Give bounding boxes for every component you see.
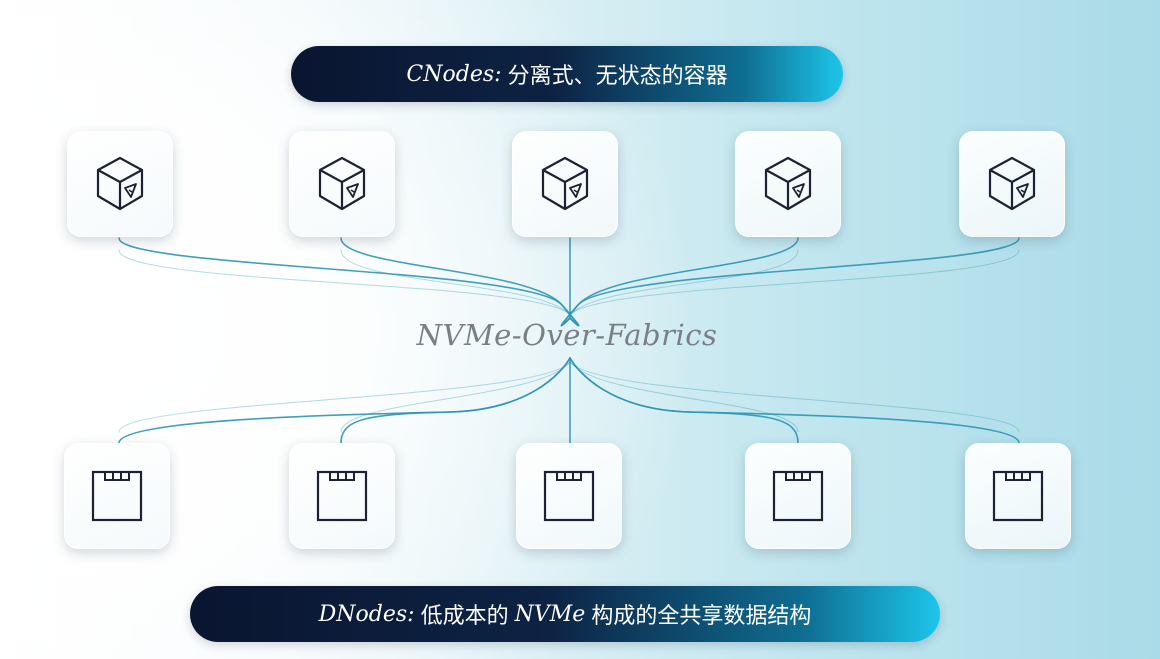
dnode-link-halo-1: [118, 361, 571, 433]
dnode-link-halo-2: [340, 361, 571, 433]
dnode-link-halo-4: [569, 361, 799, 433]
cnode-tile-4: [735, 131, 841, 237]
cnode-link-halo-1: [118, 249, 571, 316]
dnode-tile-5: [965, 443, 1071, 549]
cnodes-banner-text: 分离式、无状态的容器: [507, 64, 728, 89]
dnodes-banner-text-b: 构成的全共享数据结构: [591, 604, 812, 629]
cnode-link-5: [560, 237, 1020, 327]
cnodes-banner: CNodes: 分离式、无状态的容器: [291, 46, 843, 102]
container-cube-icon: [311, 153, 373, 215]
dnodes-banner-lead: DNodes:: [318, 601, 415, 627]
lower-link-group: [118, 357, 1020, 444]
cnode-link-halo-5: [569, 249, 1020, 316]
dnode-link-4: [569, 357, 799, 444]
cnode-tile-3: [512, 131, 618, 237]
cnodes-banner-lead: CNodes:: [406, 61, 502, 87]
dnode-link-halo-5: [569, 361, 1020, 433]
dnode-tile-4: [745, 443, 851, 549]
cnode-link-4: [560, 237, 799, 327]
cnode-link-halo-4: [569, 249, 799, 316]
dnode-tile-3: [516, 443, 622, 549]
container-cube-icon: [981, 153, 1043, 215]
cnode-link-halo-2: [340, 249, 571, 316]
storage-box-icon: [86, 465, 148, 527]
dnodes-banner-text-a: 低成本的: [420, 604, 509, 629]
fabric-label: NVMe-Over-Fabrics: [416, 318, 718, 352]
cnode-tile-1: [67, 131, 173, 237]
cnode-link-2: [340, 237, 580, 327]
cnode-tile-2: [289, 131, 395, 237]
dnode-link-2: [340, 357, 571, 444]
storage-box-icon: [767, 465, 829, 527]
dnode-tile-2: [289, 443, 395, 549]
container-cube-icon: [534, 153, 596, 215]
storage-box-icon: [538, 465, 600, 527]
storage-box-icon: [311, 465, 373, 527]
container-cube-icon: [757, 153, 819, 215]
dnodes-banner-mid: NVMe: [514, 601, 586, 627]
upper-link-group: [118, 237, 1020, 327]
cnode-tile-5: [959, 131, 1065, 237]
dnode-link-5: [569, 357, 1020, 444]
dnode-tile-1: [64, 443, 170, 549]
container-cube-icon: [89, 153, 151, 215]
storage-box-icon: [987, 465, 1049, 527]
dnodes-banner: DNodes: 低成本的 NVMe 构成的全共享数据结构: [190, 586, 940, 642]
